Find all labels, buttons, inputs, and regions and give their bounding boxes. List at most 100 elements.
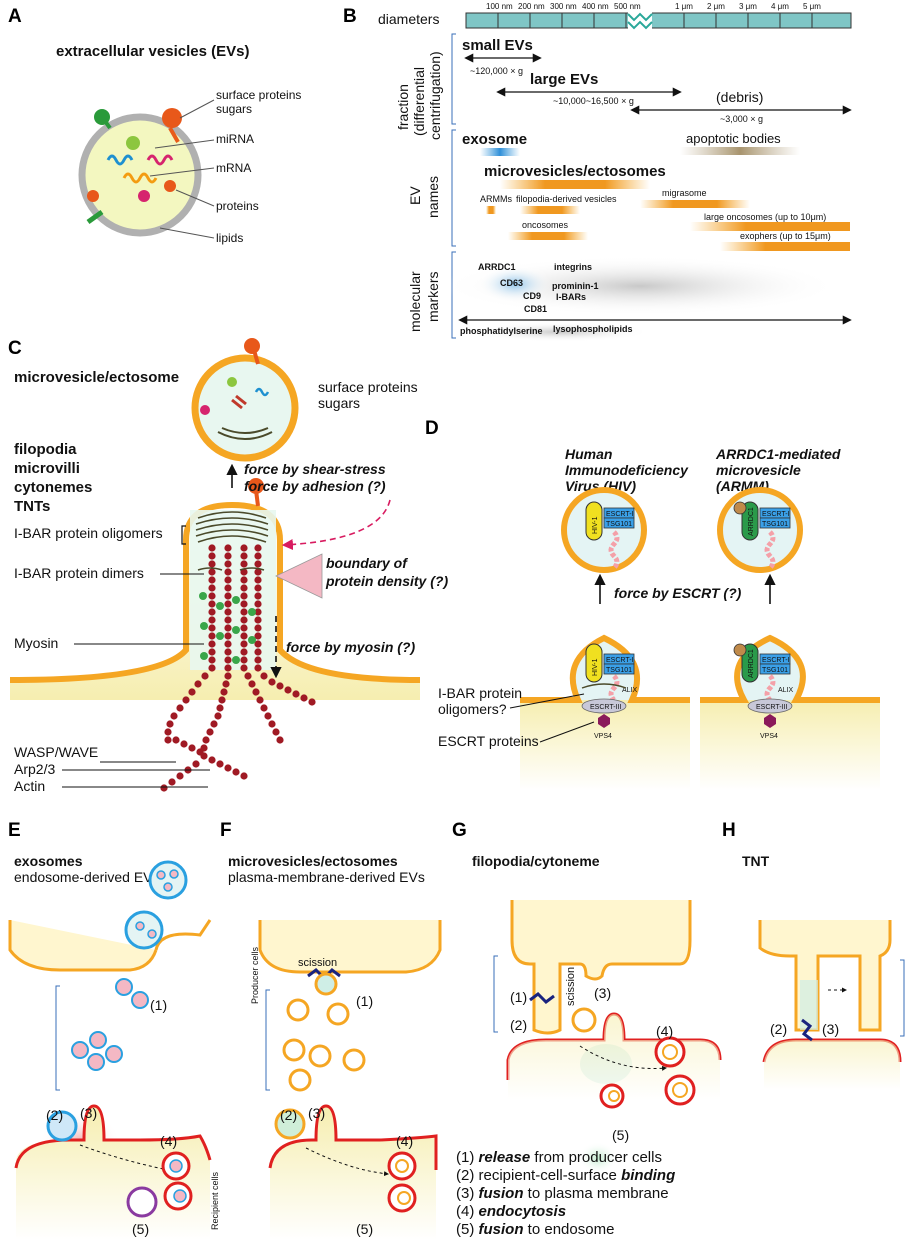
f-step-3: (3) bbox=[308, 1105, 325, 1121]
marker-ibars: I-BARs bbox=[556, 292, 586, 302]
ibar-dimers bbox=[197, 567, 265, 571]
hiv1-label: HIV-1 bbox=[592, 516, 599, 534]
apoptotic-range-bar bbox=[680, 147, 800, 155]
h-step-2: (2) bbox=[770, 1021, 787, 1037]
mrna-strand bbox=[122, 172, 158, 184]
mvb bbox=[148, 860, 188, 900]
names-label-1: EV bbox=[407, 186, 423, 205]
boundary-line-2: protein density (?) bbox=[325, 573, 448, 589]
hiv-vesicle bbox=[561, 487, 647, 573]
e-step-3: (3) bbox=[80, 1105, 97, 1121]
legend-item-5: (5) fusion to endosome bbox=[456, 1221, 614, 1238]
c-ibar-oligomers: I-BAR protein oligomers bbox=[14, 525, 163, 541]
mvb-fusing bbox=[124, 910, 164, 950]
surface-protein-stalk bbox=[168, 127, 180, 143]
panel-c-title: microvesicle/ectosome bbox=[14, 369, 179, 386]
markers-label-2: markers bbox=[425, 271, 441, 322]
armms-range-bar bbox=[486, 206, 496, 214]
microvesicle bbox=[191, 354, 299, 462]
tick-1um: 1 μm bbox=[675, 2, 693, 11]
g-step-1: (1) bbox=[510, 989, 527, 1005]
c-surface-proteins: surface proteins bbox=[318, 379, 418, 395]
escrt-i-label-2: ESCRT-I bbox=[762, 511, 790, 518]
recipient-cell-e bbox=[16, 1106, 210, 1240]
marker-prominin: prominin-1 bbox=[552, 281, 599, 291]
tsg101-label-3: TSG101 bbox=[606, 667, 632, 674]
arrdc1-protein bbox=[741, 501, 759, 541]
cargo-protein bbox=[138, 190, 150, 202]
legend-item-1: (1) release from producer cells bbox=[456, 1149, 662, 1166]
diameter-scale-bar bbox=[465, 12, 852, 29]
debris-g: ~3,000 × g bbox=[720, 114, 763, 124]
large-evs-g: ~10,000~16,500 × g bbox=[553, 96, 634, 106]
marker-cd9: CD9 bbox=[523, 291, 541, 301]
small-evs-g: ~120,000 × g bbox=[470, 66, 523, 76]
escrt-i-label-4: ESCRT-I bbox=[762, 657, 790, 664]
tick-4um: 4 μm bbox=[771, 2, 789, 11]
producer-cell-e bbox=[8, 920, 158, 972]
marker-cd81: CD81 bbox=[524, 304, 547, 314]
g-step-5: (5) bbox=[612, 1127, 629, 1143]
ibar-q-2: oligomers? bbox=[438, 701, 507, 717]
marker-integrins: integrins bbox=[554, 262, 592, 272]
c-actin: Actin bbox=[14, 778, 45, 794]
scale-break-icon bbox=[627, 12, 653, 30]
fraction-label-1: fraction bbox=[395, 84, 411, 130]
alix-label: ALIX bbox=[622, 687, 638, 694]
escrt-i-label: ESCRT-I bbox=[606, 511, 634, 518]
label-mirna: miRNA bbox=[216, 132, 254, 146]
alix-chain bbox=[608, 530, 620, 570]
surface-protein-head bbox=[162, 108, 182, 128]
arrdc1-label: ARRDC1 bbox=[748, 507, 755, 536]
recipient-cells-label: Recipient cells bbox=[210, 1171, 220, 1230]
protrusion-filopodia: filopodia bbox=[14, 441, 77, 458]
oncosomes-range-bar bbox=[508, 232, 588, 240]
cargo-protein bbox=[164, 180, 176, 192]
integrins-cloud bbox=[440, 256, 840, 316]
markers-label-1: molecular bbox=[407, 271, 423, 332]
tsg101-label: TSG101 bbox=[606, 521, 632, 528]
escrt-iii-label: ESCRT-III bbox=[590, 704, 621, 711]
microvesicles-range-bar bbox=[500, 180, 650, 189]
large-evs-label: large EVs bbox=[530, 71, 598, 88]
microvesicles-label: microvesicles/ectosomes bbox=[484, 163, 666, 180]
oncosomes-label: oncosomes bbox=[522, 220, 569, 230]
producer-cell-f bbox=[258, 920, 442, 974]
panel-e-title: exosomes bbox=[14, 853, 83, 869]
c-sugars: sugars bbox=[318, 395, 360, 411]
escrt-proteins-label: ESCRT proteins bbox=[438, 733, 539, 749]
f-step-5: (5) bbox=[356, 1221, 373, 1237]
fraction-label-2: (differential bbox=[411, 67, 427, 136]
diameters-label: diameters bbox=[378, 11, 439, 27]
tick-5um: 5 μm bbox=[803, 2, 821, 11]
arrdc1-label-2: ARRDC1 bbox=[748, 649, 755, 678]
g-step-3: (3) bbox=[594, 985, 611, 1001]
marker-cd63: CD63 bbox=[500, 278, 523, 288]
escrt-i-label-3: ESCRT-I bbox=[606, 657, 634, 664]
plasma-membrane bbox=[9, 501, 421, 683]
g-step-2: (2) bbox=[510, 1017, 527, 1033]
e-step-4: (4) bbox=[160, 1133, 177, 1149]
exosome-range-bar bbox=[480, 148, 520, 156]
vps4-label: VPS4 bbox=[594, 733, 612, 740]
tsg101-label-4: TSG101 bbox=[762, 667, 788, 674]
hiv1-label-2: HIV-1 bbox=[592, 658, 599, 676]
cd63-cloud bbox=[479, 266, 551, 302]
panel-e-subtitle: endosome-derived EVs bbox=[14, 869, 160, 885]
alix-chain bbox=[764, 530, 776, 570]
alix-label-2: ALIX bbox=[778, 687, 794, 694]
panel-letter-e: E bbox=[8, 820, 21, 841]
small-evs-label: small EVs bbox=[462, 37, 533, 54]
panel-letter-g: G bbox=[452, 820, 467, 841]
protrusion-microvilli: microvilli bbox=[14, 460, 80, 477]
e-step-1: (1) bbox=[150, 997, 167, 1013]
armms-label: ARMMs bbox=[480, 194, 512, 204]
migrasome-range-bar bbox=[640, 200, 750, 208]
tick-500nm: 500 nm bbox=[614, 2, 641, 11]
producer-cell-g bbox=[510, 900, 692, 1035]
panel-b: diameters 100 nm 200 nm 300 nm 400 nm 50… bbox=[378, 2, 852, 342]
surface-protein-head bbox=[87, 190, 99, 202]
mirna-strand bbox=[106, 154, 134, 166]
armm-vesicle bbox=[717, 487, 803, 573]
